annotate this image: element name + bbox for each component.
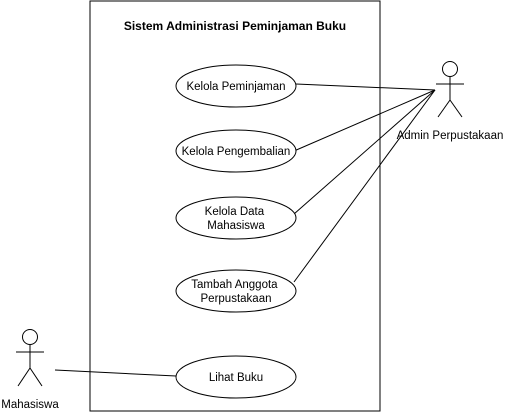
use-case-label-line: Lihat Buku: [209, 372, 263, 384]
use-case-label: Lihat Buku: [209, 372, 263, 384]
use-case-ellipse: [175, 269, 297, 313]
use-case-label: Kelola Data Mahasiswa: [205, 206, 268, 232]
association-line-mahasiswa-lihat-buku: [54, 369, 177, 377]
actor-name: Mahasiswa: [1, 399, 59, 411]
actor-mahasiswa[interactable]: Mahasiswa: [1, 329, 59, 412]
use-case-label-line: Kelola Peminjaman: [186, 81, 285, 93]
use-case-kelola-data-mahasiswa[interactable]: Kelola Data Mahasiswa: [175, 196, 297, 240]
association-line-admin-tambah-anggota-perpustakaan: [293, 89, 436, 283]
use-case-tambah-anggota-perpustakaan[interactable]: Tambah Anggota Perpustakaan: [175, 269, 297, 313]
actor-name: Admin Perpustakaan: [397, 130, 504, 142]
use-case-ellipse: [175, 196, 297, 240]
system-title: Sistem Administrasi Peminjaman Buku: [124, 19, 346, 33]
use-case-kelola-pengembalian[interactable]: Kelola Pengembalian: [175, 129, 297, 173]
use-case-label-line: Tambah Anggota: [191, 279, 278, 291]
association-line-admin-kelola-data-mahasiswa: [293, 89, 436, 215]
actor-admin-perpustakaan[interactable]: Admin Perpustakaan: [397, 61, 504, 143]
association-line-admin-kelola-peminjaman: [295, 83, 436, 91]
use-case-label: Kelola Pengembalian: [182, 146, 291, 158]
use-case-label-line: Mahasiswa: [207, 220, 265, 232]
use-case-label-line: Perpustakaan: [201, 293, 272, 305]
stick-figure-icon: [436, 61, 464, 118]
use-case-label-line: Kelola Pengembalian: [182, 146, 291, 158]
association-line-admin-kelola-pengembalian: [293, 89, 436, 152]
use-case-ellipse: [175, 355, 297, 399]
association-lines: [54, 83, 436, 377]
use-case-ellipse: [175, 64, 297, 108]
use-case-label: Tambah Anggota Perpustakaan: [191, 279, 281, 305]
use-case-label-line: Kelola Data: [205, 206, 265, 218]
use-case-ellipse: [175, 129, 297, 173]
use-case-kelola-peminjaman[interactable]: Kelola Peminjaman: [175, 64, 297, 108]
stick-figure-icon: [16, 329, 44, 387]
use-case-label: Kelola Peminjaman: [186, 81, 285, 93]
use-case-lihat-buku[interactable]: Lihat Buku: [175, 355, 297, 399]
